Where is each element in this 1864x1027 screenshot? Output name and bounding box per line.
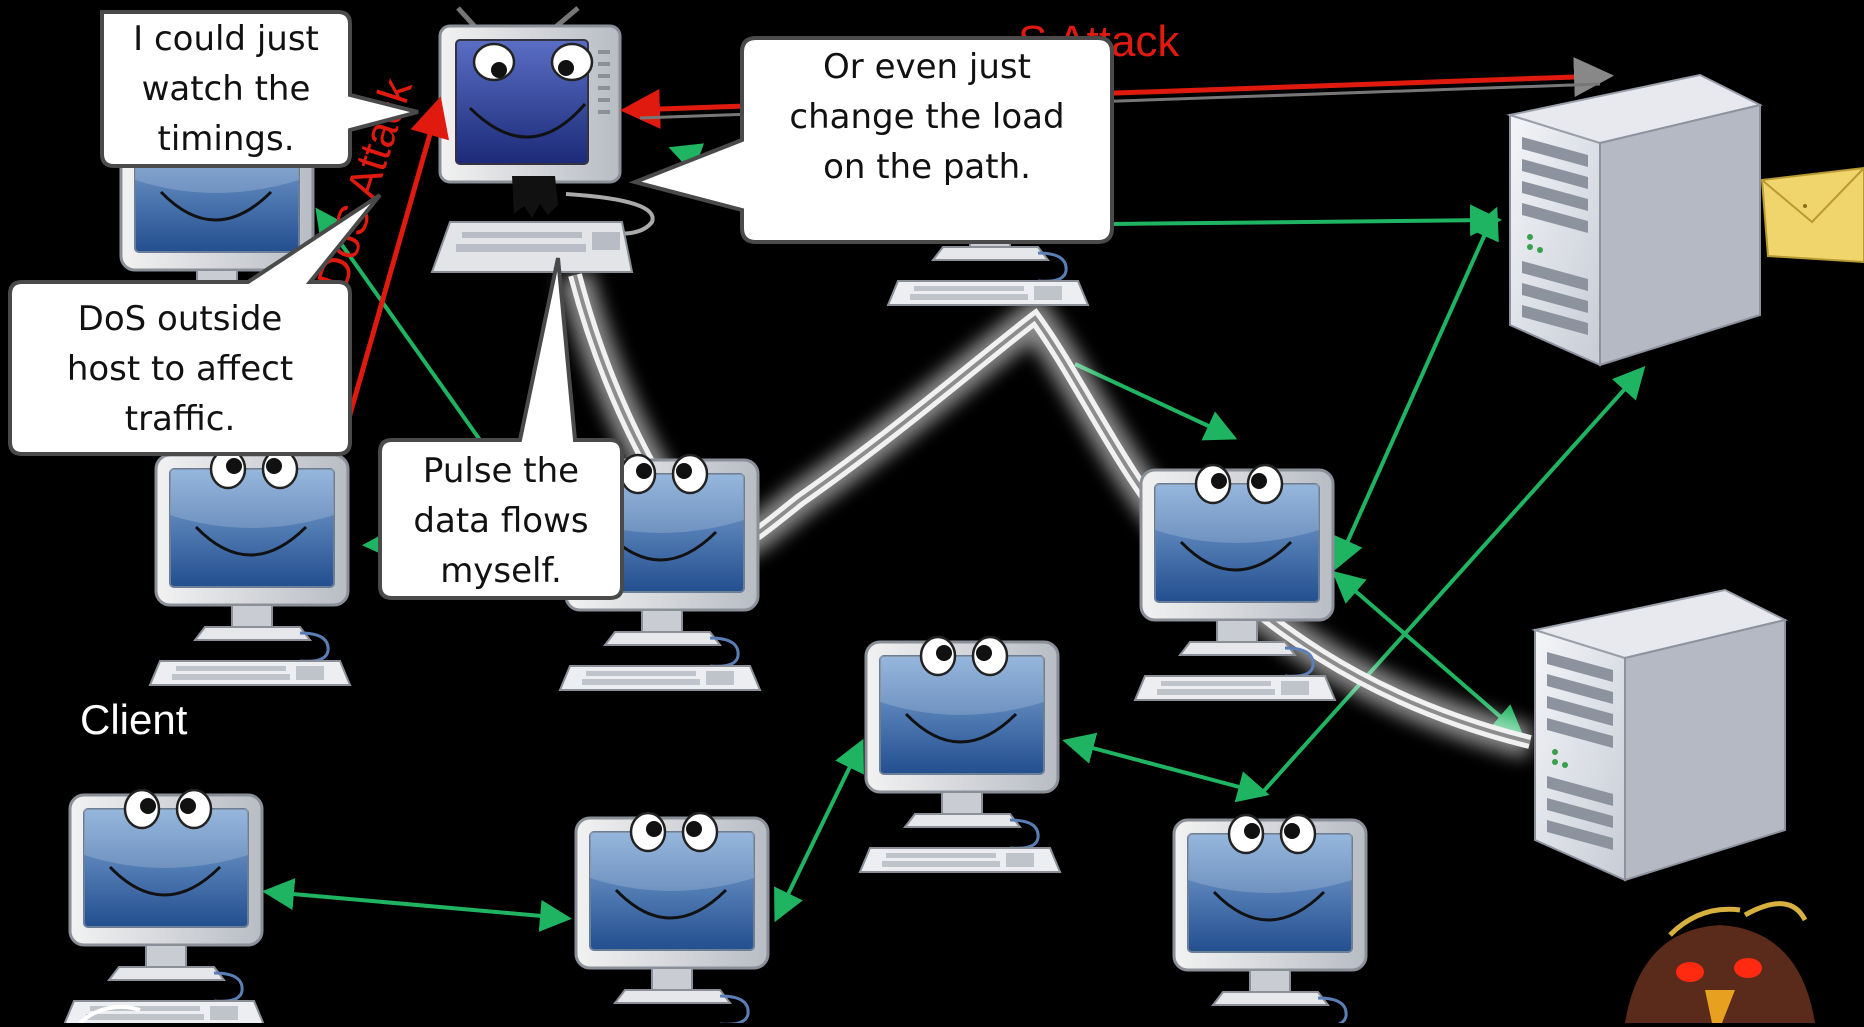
speech-bubble-dos <box>8 193 382 456</box>
speech-bubble-load <box>628 36 1114 244</box>
computer-icon-3 <box>148 448 352 687</box>
link-pc2-server-top <box>1109 204 1502 237</box>
link-pc5-server-bottom <box>1331 570 1525 738</box>
computer-icon-6 <box>568 811 772 1027</box>
link-pc7-pc8 <box>1062 732 1270 803</box>
penguin-icon <box>1625 901 1815 1023</box>
speech-bubble-pulse <box>378 257 624 600</box>
client-computer-icon <box>62 788 266 1027</box>
envelope-icon <box>1760 166 1864 264</box>
speech-bubble-watch <box>100 10 419 168</box>
attacker-computer-icon <box>430 6 655 273</box>
client-label: Client <box>80 696 188 743</box>
client-badge-fragment <box>78 1004 141 1025</box>
computer-icon-7 <box>858 635 1062 874</box>
link-pc6-pc7 <box>774 738 864 923</box>
link-pc3-pc1 <box>315 207 482 442</box>
link-pc2-pc5 <box>1074 362 1238 441</box>
computer-icon-8 <box>1166 813 1370 1027</box>
server-top-icon <box>1509 74 1761 366</box>
server-bottom-icon <box>1534 589 1786 881</box>
link-pc5-server-top <box>1333 206 1499 571</box>
dos-attack-arrow <box>342 96 450 433</box>
link-client-pc6 <box>262 878 572 932</box>
